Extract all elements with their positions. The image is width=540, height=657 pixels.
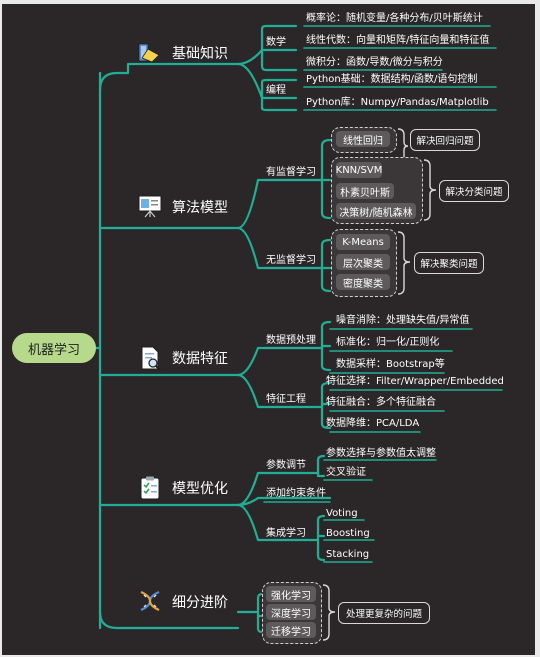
leaf-noise-removal[interactable]: 噪音消除：处理缺失值/异常值 [336,315,470,326]
leaf-boosting[interactable]: Boosting [326,528,370,539]
leaf-linear-algebra[interactable]: 线性代数：向量和矩阵/特征向量和特征值 [306,35,490,46]
leaf-sampling[interactable]: 数据采样：Bootstrap等 [336,359,445,370]
leaf-probability[interactable]: 概率论：随机变量/各种分布/贝叶斯统计 [306,13,483,24]
document-magnifier-icon [141,346,161,371]
presentation-board-icon [138,195,162,218]
leaf-python-libraries[interactable]: Python库：Numpy/Pandas/Matplotlib [306,97,489,108]
leaf-python-basics[interactable]: Python基础：数据结构/函数/语句控制 [306,74,478,85]
subtopic-constraints[interactable]: 添加约束条件 [266,488,326,499]
subtopic-programming[interactable]: 编程 [266,85,286,96]
subtopic-tuning[interactable]: 参数调节 [266,460,306,471]
category-advanced[interactable]: 细分进阶 [172,595,228,611]
leaf-feature-fusion[interactable]: 特征融合：多个特征融合 [326,397,436,408]
leaf-hierarchical[interactable]: 层次聚类 [336,254,390,270]
leaf-calculus[interactable]: 微积分：函数/导数/微分与积分 [306,57,443,68]
leaf-density[interactable]: 密度聚类 [336,274,390,290]
checklist-icon [140,476,160,500]
category-optimization[interactable]: 模型优化 [172,481,228,497]
leaf-transfer-learning[interactable]: 迁移学习 [266,622,316,638]
note-clustering: 解决聚类问题 [414,252,484,274]
category-basics[interactable]: 基础知识 [172,46,228,62]
leaf-reinforcement-learning[interactable]: 强化学习 [266,586,316,602]
subtopic-ensemble[interactable]: 集成学习 [266,528,306,539]
category-features[interactable]: 数据特征 [172,351,228,367]
subtopic-unsupervised[interactable]: 无监督学习 [266,255,316,266]
leaf-dimensionality-reduction[interactable]: 数据降维：PCA/LDA [326,418,420,429]
leaf-cross-validation[interactable]: 交叉验证 [326,467,366,478]
book-icon [138,43,160,63]
leaf-naive-bayes[interactable]: 朴素贝叶斯 [336,183,394,199]
dna-icon [140,590,160,612]
subtopic-feature-engineering[interactable]: 特征工程 [266,394,306,405]
leaf-decision-tree[interactable]: 决策树/随机森林 [336,203,416,219]
leaf-kmeans[interactable]: K-Means [336,234,390,250]
subtopic-preprocessing[interactable]: 数据预处理 [266,335,316,346]
root-node[interactable]: 机器学习 [12,333,96,363]
note-classification: 解决分类问题 [439,180,509,202]
note-regression: 解决回归问题 [410,129,480,151]
leaf-knn-svm[interactable]: KNN/SVM [336,162,382,178]
note-advanced: 处理更复杂的问题 [338,602,430,624]
category-algorithms[interactable]: 算法模型 [172,200,228,216]
leaf-deep-learning[interactable]: 深度学习 [266,604,316,620]
leaf-parameter-selection[interactable]: 参数选择与参数值太调整 [326,448,436,459]
subtopic-supervised[interactable]: 有监督学习 [266,167,316,178]
leaf-standardization[interactable]: 标准化：归一化/正则化 [336,337,440,348]
leaf-linear-regression[interactable]: 线性回归 [336,131,390,147]
leaf-voting[interactable]: Voting [326,508,358,519]
leaf-stacking[interactable]: Stacking [326,549,370,560]
subtopic-math[interactable]: 数学 [266,37,286,48]
leaf-feature-selection[interactable]: 特征选择：Filter/Wrapper/Embedded [326,376,504,387]
